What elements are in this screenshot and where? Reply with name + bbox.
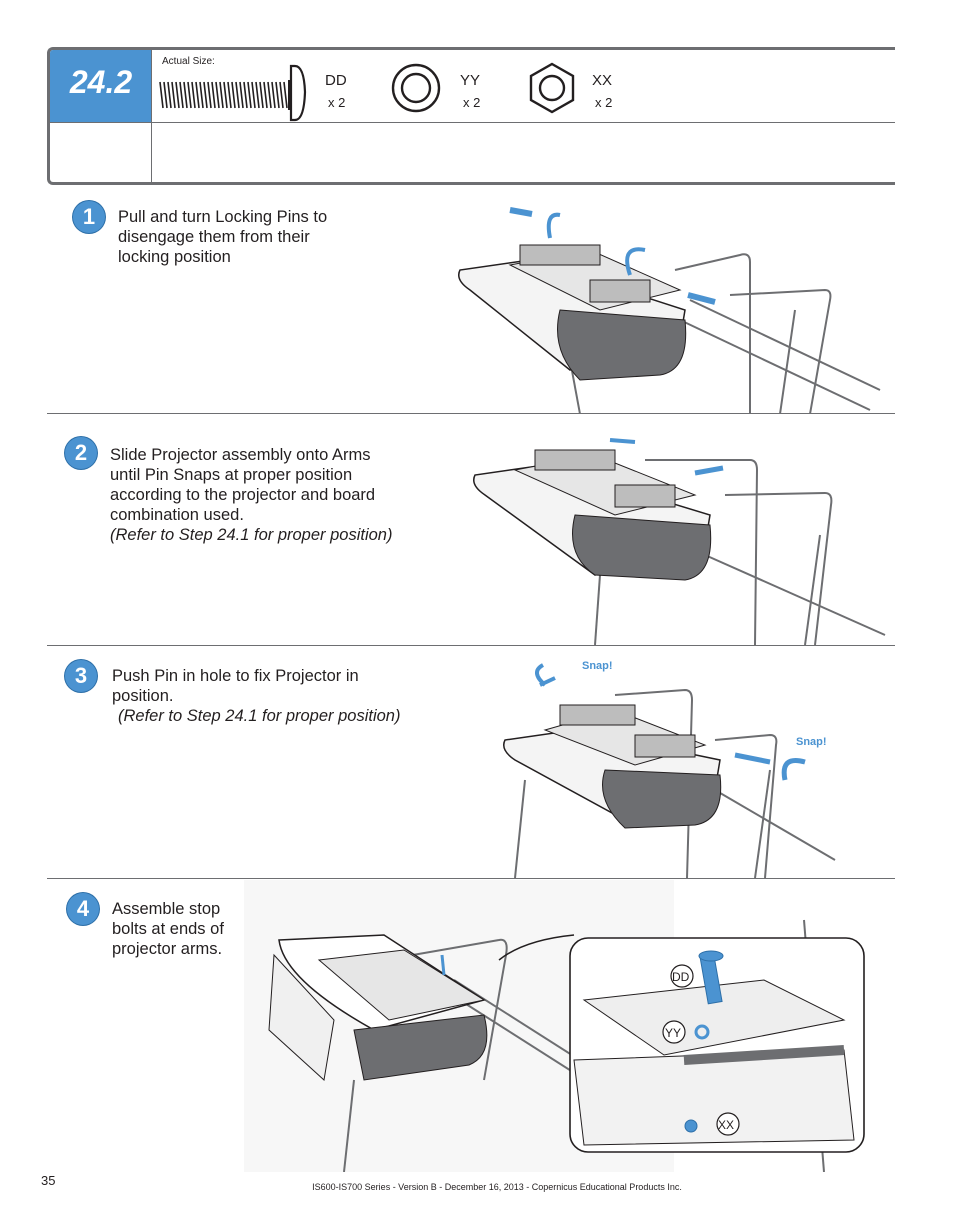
step-1-line: Pull and turn Locking Pins to bbox=[118, 208, 328, 226]
actual-size-label: Actual Size: bbox=[162, 56, 215, 67]
step-3-note: (Refer to Step 24.1 for proper position) bbox=[118, 707, 401, 725]
step-badge-2: 2 bbox=[65, 437, 97, 469]
step-4-line: Assemble stop bbox=[112, 900, 221, 918]
step-2-illustration bbox=[473, 438, 886, 645]
step-4-illustration: DD YY XX bbox=[244, 880, 865, 1172]
step-2-line: until Pin Snaps at proper position bbox=[110, 466, 353, 484]
washer-icon bbox=[391, 63, 441, 113]
label-xx: XX bbox=[718, 1118, 734, 1132]
step-1-line: disengage them from their bbox=[118, 228, 310, 246]
footer-text: IS600-IS700 Series - Version B - Decembe… bbox=[312, 1182, 682, 1192]
step-4-line: projector arms. bbox=[112, 940, 223, 958]
step-1-text: Pull and turn Locking Pins to disengage … bbox=[118, 207, 327, 267]
step-2-line: Slide Projector assembly onto Arms bbox=[110, 446, 371, 464]
step-header: 24.2 Actual Size: DD x 2 YY x 2 XX x 2 bbox=[47, 47, 895, 185]
hex-nut-icon bbox=[529, 62, 575, 114]
step-3-line: position. bbox=[112, 687, 174, 705]
part-qty-xx: x 2 bbox=[595, 95, 613, 110]
step-divider bbox=[47, 645, 895, 646]
part-code-dd: DD bbox=[325, 72, 347, 89]
part-qty-dd: x 2 bbox=[328, 95, 346, 110]
step-badge-4: 4 bbox=[67, 893, 99, 925]
step-number: 24.2 bbox=[69, 64, 133, 100]
step-2-text: Slide Projector assembly onto Arms until… bbox=[110, 445, 392, 545]
step-badge-3: 3 bbox=[65, 660, 97, 692]
screw-icon bbox=[159, 64, 307, 122]
part-code-yy: YY bbox=[460, 72, 481, 89]
part-qty-yy: x 2 bbox=[463, 95, 481, 110]
step-1-line: locking position bbox=[118, 248, 231, 266]
header-divider-vertical bbox=[151, 50, 152, 185]
snap-callout-1: Snap! bbox=[582, 660, 613, 672]
step-2-line: combination used. bbox=[110, 506, 244, 524]
page-number: 35 bbox=[41, 1173, 56, 1188]
step-divider bbox=[47, 878, 895, 879]
step-3-illustration: Snap! Snap! bbox=[503, 660, 836, 878]
step-divider bbox=[47, 413, 895, 414]
label-dd: DD bbox=[672, 970, 690, 984]
label-yy: YY bbox=[665, 1026, 681, 1040]
header-divider-horizontal bbox=[50, 122, 895, 123]
step-4-line: bolts at ends of bbox=[112, 920, 224, 938]
step-badge-1: 1 bbox=[73, 201, 105, 233]
step-3-text: Push Pin in hole to fix Projector in pos… bbox=[112, 666, 400, 726]
snap-callout-2: Snap! bbox=[796, 736, 827, 748]
step-1-illustration bbox=[458, 207, 881, 414]
step-2-note: (Refer to Step 24.1 for proper position) bbox=[110, 526, 393, 544]
part-code-xx: XX bbox=[592, 72, 613, 89]
step-4-text: Assemble stop bolts at ends of projector… bbox=[112, 899, 224, 959]
step-3-line: Push Pin in hole to fix Projector in bbox=[112, 667, 359, 685]
step-number-cell: 24.2 bbox=[50, 50, 152, 123]
step-2-line: according to the projector and board bbox=[110, 486, 376, 504]
